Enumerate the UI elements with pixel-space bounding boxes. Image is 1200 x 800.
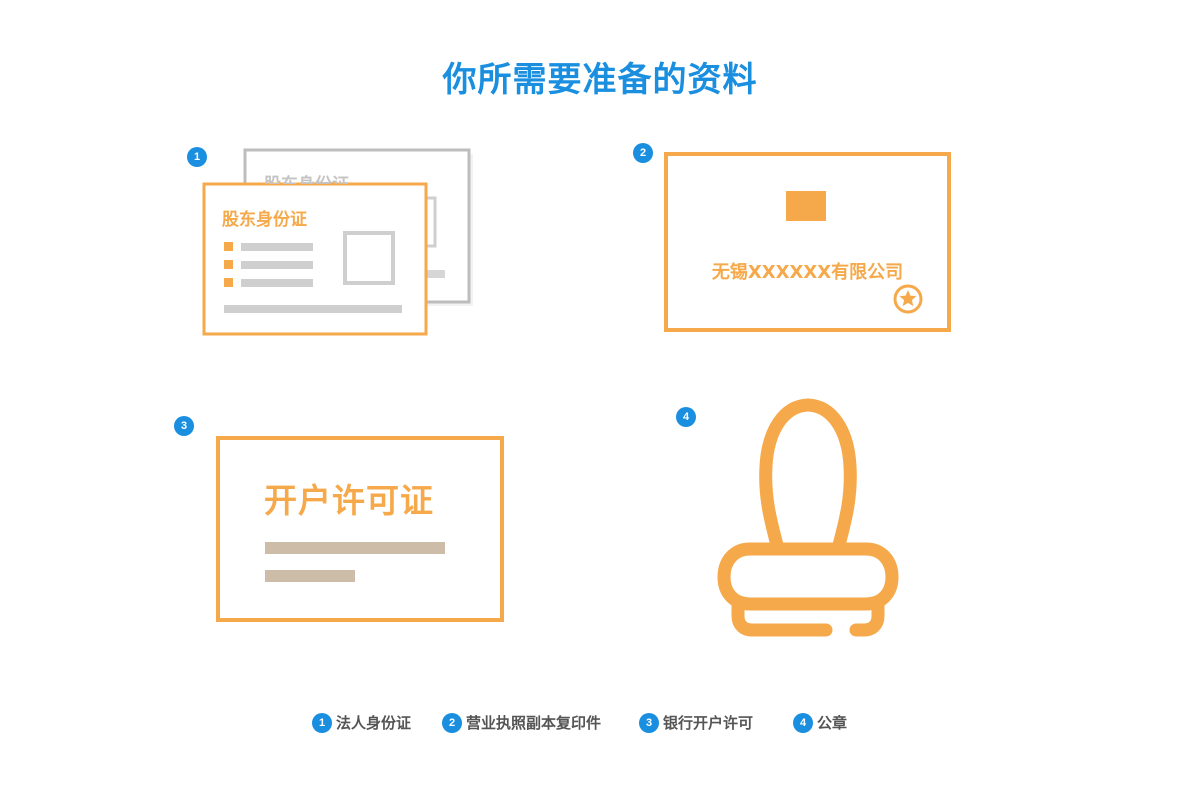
caption-label-1: 法人身份证 bbox=[336, 714, 412, 732]
caption-label-4: 公章 bbox=[817, 714, 848, 732]
number-badge-1: 1 bbox=[187, 147, 207, 167]
caption-1: 1 法人身份证 bbox=[312, 712, 411, 733]
number-badge-2: 2 bbox=[633, 143, 653, 163]
caption-3: 3 银行开户许可 bbox=[639, 712, 753, 733]
company-name: 无锡XXXXXX有限公司 bbox=[711, 262, 904, 283]
number-badge-4: 4 bbox=[676, 407, 696, 427]
caption-4: 4 公章 bbox=[793, 712, 847, 733]
caption-badge-2: 2 bbox=[442, 712, 462, 733]
id-card-front-title: 股东身份证 bbox=[222, 210, 307, 230]
id-card-back-title: 股东身份证 bbox=[264, 170, 349, 184]
permit-title: 开户许可证 bbox=[264, 481, 434, 520]
caption-label-3: 银行开户许可 bbox=[663, 714, 754, 732]
number-badge-3: 3 bbox=[174, 416, 194, 436]
page-title: 你所需要准备的资料 bbox=[442, 60, 758, 100]
caption-badge-3: 3 bbox=[639, 712, 659, 733]
caption-2: 2 营业执照副本复印件 bbox=[442, 712, 601, 733]
star-icon bbox=[899, 290, 917, 307]
caption-badge-1: 1 bbox=[312, 712, 332, 733]
caption-badge-4: 4 bbox=[793, 712, 813, 733]
caption-label-2: 营业执照副本复印件 bbox=[466, 714, 602, 732]
